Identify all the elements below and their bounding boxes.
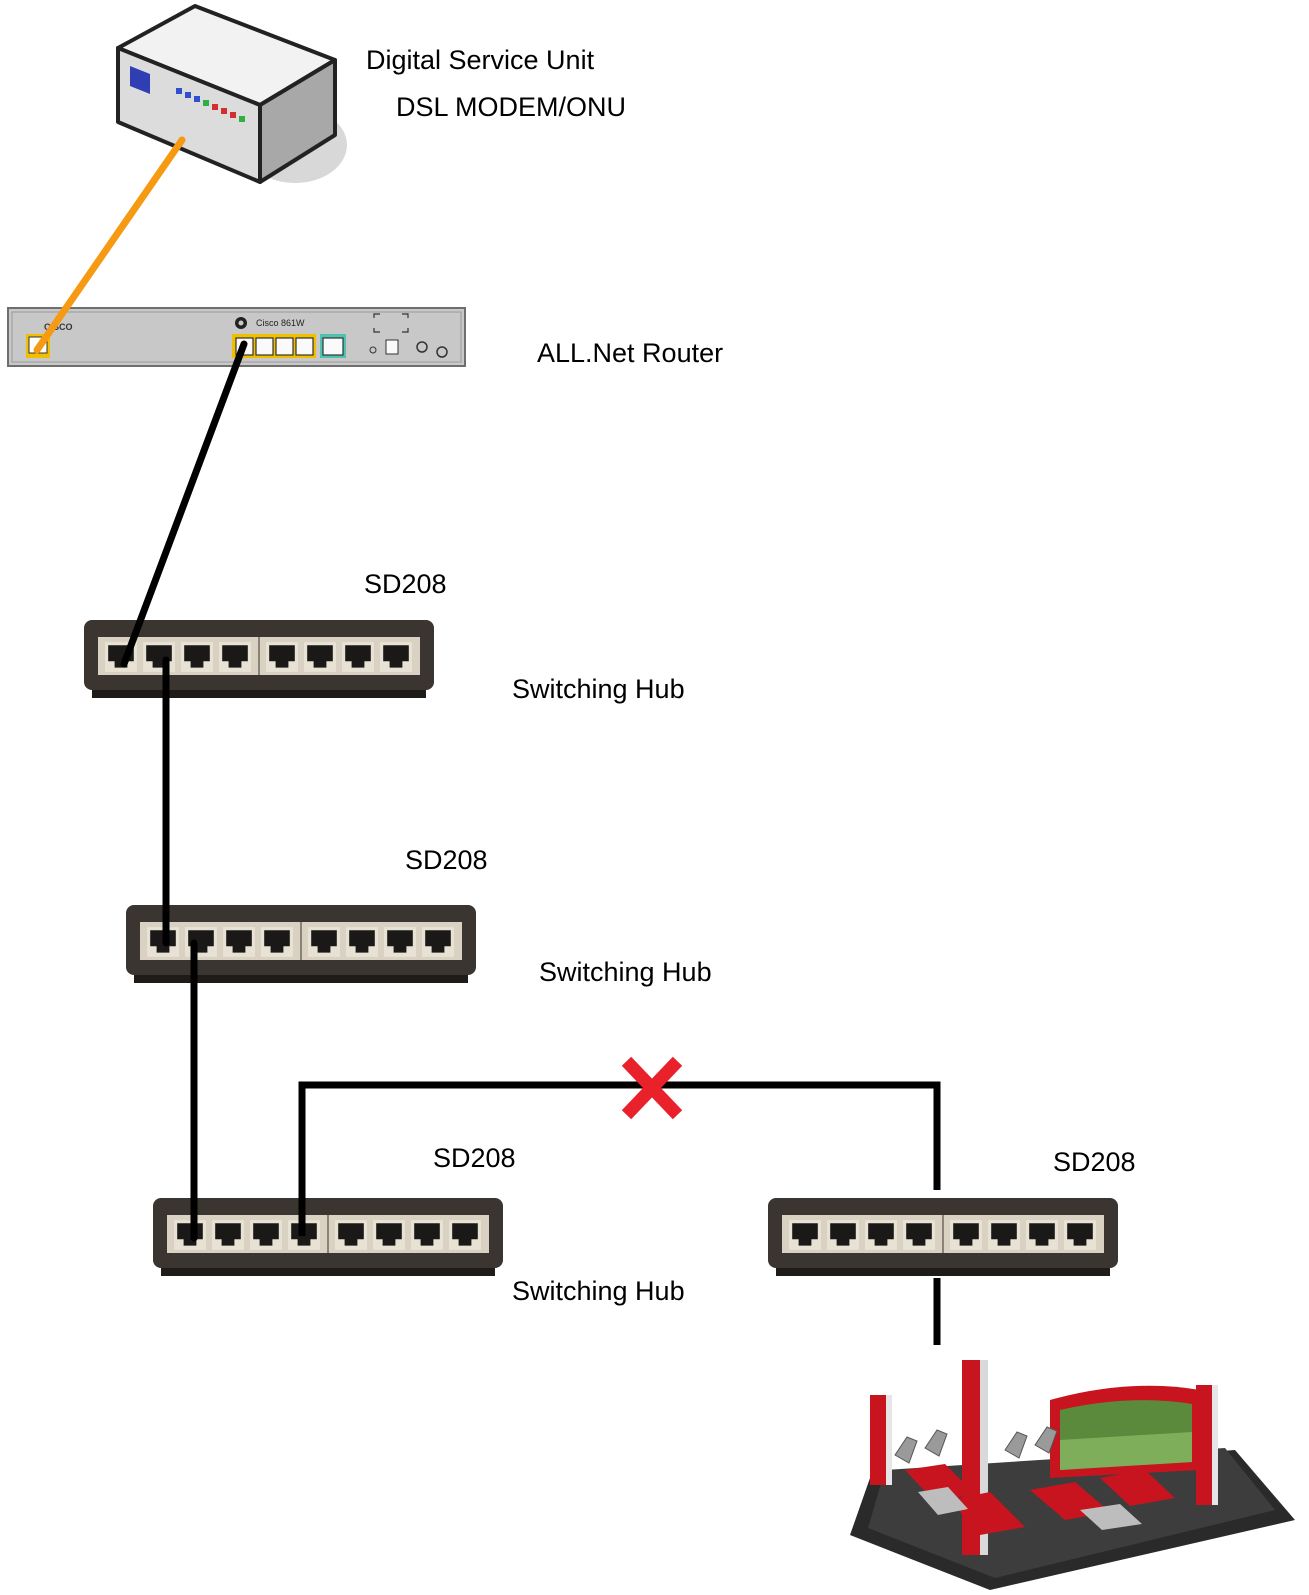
hub4-model-label: SD208 bbox=[1053, 1149, 1136, 1176]
hub3-type-label: Switching Hub bbox=[512, 1278, 685, 1305]
router-label: ALL.Net Router bbox=[537, 340, 723, 367]
dsl-modem-onu-label: DSL MODEM/ONU bbox=[396, 94, 626, 121]
switching-hub-2 bbox=[126, 905, 476, 983]
cable-router-to-hub1 bbox=[124, 344, 244, 664]
switching-hub-4 bbox=[768, 1198, 1118, 1276]
router-model-label: Cisco 861W bbox=[256, 318, 305, 328]
arcade-cabinet-device bbox=[850, 1360, 1295, 1590]
hub2-model-label: SD208 bbox=[405, 847, 488, 874]
switching-hub-3 bbox=[153, 1198, 503, 1276]
hub2-type-label: Switching Hub bbox=[539, 959, 712, 986]
dsl-modem-device bbox=[118, 6, 347, 183]
hub3-model-label: SD208 bbox=[433, 1145, 516, 1172]
hub1-type-label: Switching Hub bbox=[512, 676, 685, 703]
hub1-model-label: SD208 bbox=[364, 571, 447, 598]
dsu-label: Digital Service Unit bbox=[366, 47, 594, 74]
